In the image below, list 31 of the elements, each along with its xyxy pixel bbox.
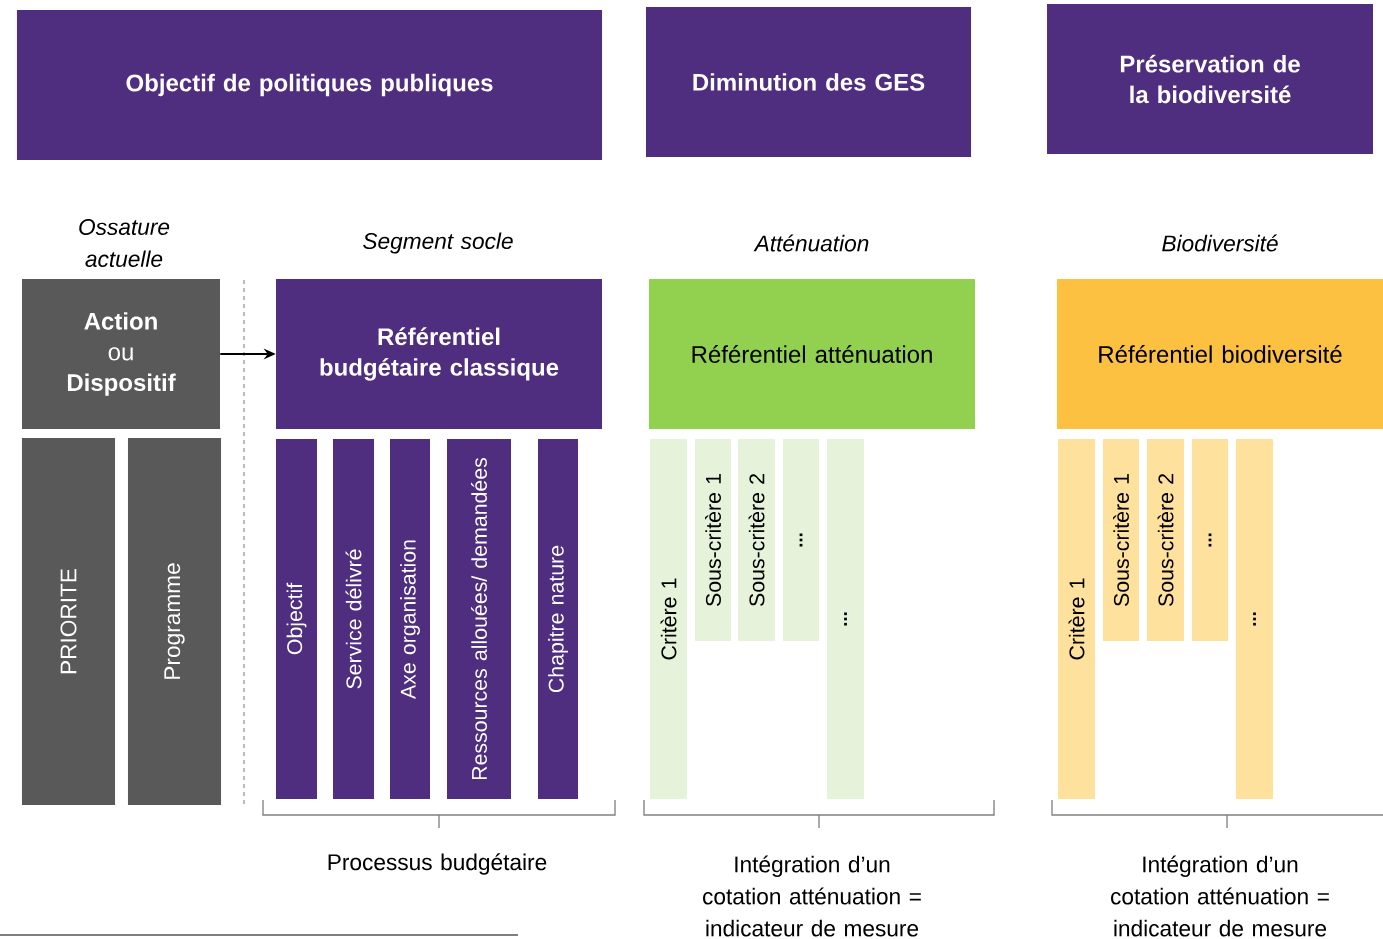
title-box: Diminution des GES	[646, 7, 972, 157]
column-heading: Ossature actuelle	[79, 219, 170, 268]
column-heading: Atténuation	[753, 234, 869, 252]
column-bar: Axe organisation	[390, 439, 430, 799]
column-bar: Service délivré	[333, 439, 375, 799]
column-bar: Critère 1	[1058, 439, 1096, 799]
column-heading: Biodiversité	[1162, 234, 1278, 252]
column-heading: Segment socle	[363, 232, 513, 254]
column-bar: ...	[783, 439, 819, 641]
column-bar: Sous-critère 2	[738, 439, 776, 641]
column-bar: Sous-critère 1	[1103, 439, 1139, 641]
column-bar: Objectif	[275, 439, 318, 799]
column-bar: ...	[1236, 439, 1274, 799]
column-bar: Programme	[127, 438, 222, 805]
column-bar: ...	[1192, 439, 1228, 641]
bracket-caption: Intégration d’un cotation atténuation = indicateur de mesure	[703, 855, 921, 937]
column-bar: Sous-critère 1	[695, 439, 731, 641]
header-box: Action ou Dispositif	[22, 279, 220, 429]
header-box: Référentiel atténuation	[649, 279, 975, 429]
header-box: Référentiel biodiversité	[1057, 279, 1383, 429]
column-bar: Ressources allouées/ demandées	[447, 439, 511, 799]
column-bar: PRIORITE	[21, 438, 116, 805]
bracket-caption: Processus budgétaire	[328, 853, 547, 875]
column-bar: ...	[827, 439, 865, 799]
column-bar: Sous-critère 2	[1147, 439, 1185, 641]
header-box: Référentiel budgétaire classique	[276, 279, 602, 429]
title-box: Préservation de la biodiversité	[1047, 4, 1373, 154]
bracket-caption: Intégration d’un cotation atténuation = indicateur de mesure	[1111, 855, 1329, 937]
column-bar: Critère 1	[650, 439, 688, 799]
column-bar: Chapitre nature	[538, 439, 578, 799]
title-box: Objectif de politiques publiques	[16, 10, 603, 160]
